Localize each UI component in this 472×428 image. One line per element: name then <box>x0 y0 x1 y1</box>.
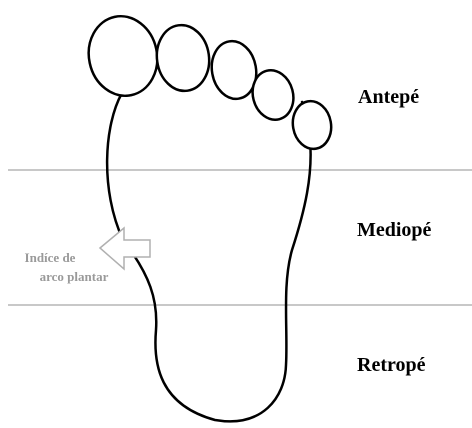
toe-big <box>81 10 164 102</box>
arch-index-label-line1: Indíce de <box>10 250 90 266</box>
left-arrow-icon <box>100 228 150 269</box>
forefoot-label: Antepé <box>358 86 419 109</box>
arch-index-label-line2: arco plantar <box>14 269 134 285</box>
midfoot-label: Mediopé <box>357 219 431 242</box>
toe-second <box>153 22 214 95</box>
rearfoot-label: Retropé <box>357 354 426 377</box>
toe-little <box>289 98 335 152</box>
